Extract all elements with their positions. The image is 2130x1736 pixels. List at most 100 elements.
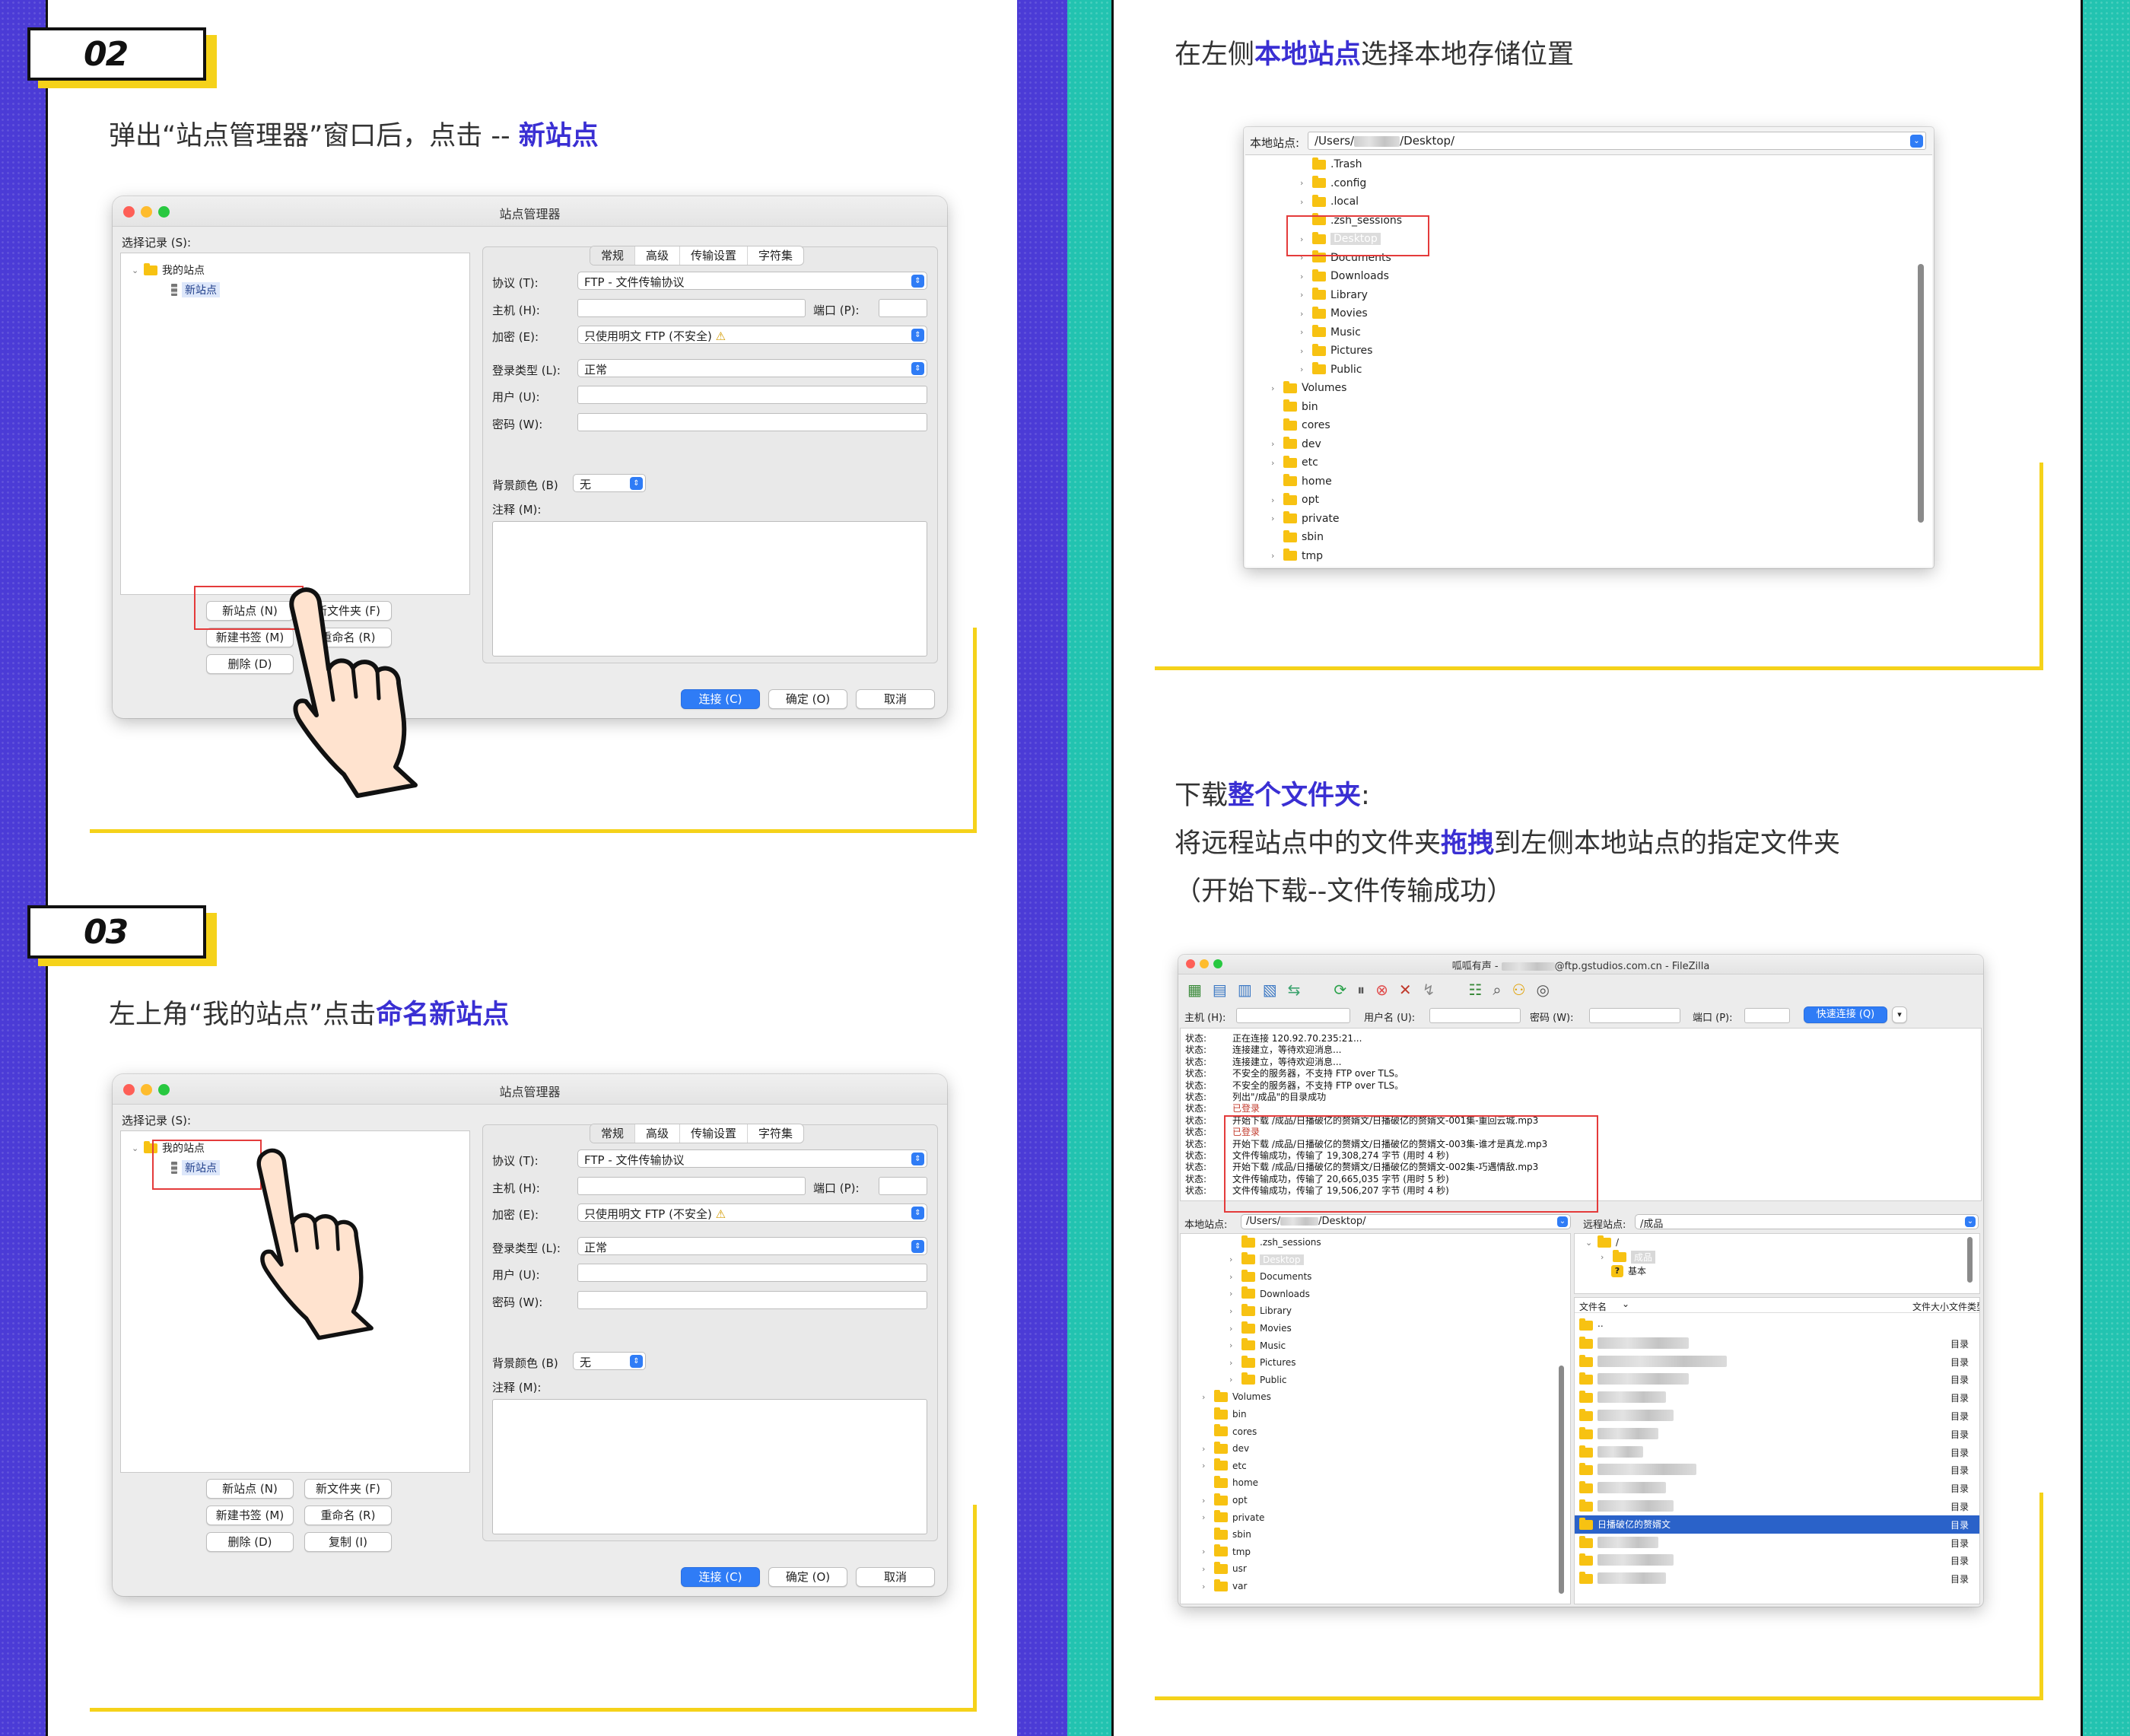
table-row[interactable]: 目录 xyxy=(1575,1461,1979,1479)
chevron-right-icon[interactable]: › xyxy=(1271,439,1275,449)
new-site-button[interactable]: 新站点 (N) xyxy=(206,601,294,621)
new-folder-button[interactable]: 新文件夹 (F) xyxy=(304,1479,392,1499)
local-path-select[interactable]: /Users//Desktop/ ⌄ xyxy=(1308,132,1926,150)
tree-item[interactable]: ›Pictures xyxy=(1300,343,1372,357)
table-row[interactable]: 目录 xyxy=(1575,1388,1979,1407)
connect-button[interactable]: 连接 (C) xyxy=(681,1567,760,1587)
close-window-icon[interactable] xyxy=(1186,959,1195,968)
chevron-right-icon[interactable]: › xyxy=(1202,1563,1206,1574)
tab-advanced[interactable]: 高级 xyxy=(635,1124,681,1143)
user-input[interactable] xyxy=(1429,1008,1521,1023)
remote-tree[interactable]: ⌄/ ›成品 ?基本 xyxy=(1574,1233,1980,1294)
tree-item[interactable]: ›dev xyxy=(1202,1441,1249,1454)
tree-item[interactable]: ›etc xyxy=(1202,1458,1247,1471)
message-log[interactable]: 状态:正在连接 120.92.70.235:21...状态:连接建立，等待欢迎消… xyxy=(1180,1028,1982,1201)
tree-item-my-sites[interactable]: ⌄我的站点 xyxy=(132,1140,205,1156)
remote-path-select[interactable]: /成品 ⌄ xyxy=(1635,1214,1979,1230)
bg-color-select[interactable]: 无⇕ xyxy=(573,474,646,492)
chevron-right-icon[interactable]: › xyxy=(1202,1581,1206,1591)
chevron-right-icon[interactable]: › xyxy=(1300,290,1304,300)
chevron-right-icon[interactable]: › xyxy=(1229,1254,1233,1265)
table-row[interactable]: 目录 xyxy=(1575,1479,1979,1497)
site-tree-panel[interactable]: ⌄我的站点 新站点 xyxy=(120,253,470,595)
chevron-right-icon[interactable]: › xyxy=(1271,551,1275,561)
chevron-right-icon[interactable]: › xyxy=(1300,253,1304,262)
tree-item[interactable]: ›Desktop xyxy=(1229,1252,1304,1265)
chevron-right-icon[interactable]: › xyxy=(1229,1323,1233,1334)
delete-button[interactable]: 删除 (D) xyxy=(206,1532,294,1552)
tree-item[interactable]: ›Library xyxy=(1300,288,1368,301)
tree-item[interactable]: ›Movies xyxy=(1300,306,1368,320)
port-input[interactable] xyxy=(1744,1008,1790,1023)
tree-item[interactable]: ›Public xyxy=(1229,1372,1287,1385)
close-window-icon[interactable] xyxy=(123,206,135,218)
remote-tree-item[interactable]: ?基本 xyxy=(1611,1264,1646,1277)
password-input[interactable] xyxy=(577,1291,927,1309)
tree-item[interactable]: ›Documents xyxy=(1229,1269,1311,1282)
chevron-right-icon[interactable]: › xyxy=(1202,1391,1206,1402)
tree-item[interactable]: ›Volumes xyxy=(1271,380,1346,394)
scrollbar[interactable] xyxy=(1559,1366,1564,1594)
remote-tree-item[interactable]: ›成品 xyxy=(1601,1250,1656,1264)
remote-tree-root[interactable]: ⌄/ xyxy=(1585,1235,1619,1248)
tree-item[interactable]: ›Downloads xyxy=(1229,1286,1310,1299)
tree-item[interactable]: .zsh_sessions xyxy=(1229,1235,1321,1248)
col-filesize[interactable]: 文件大小 xyxy=(1912,1302,1950,1312)
tab-charset[interactable]: 字符集 xyxy=(758,249,793,262)
chevron-right-icon[interactable]: › xyxy=(1300,308,1304,319)
tree-item[interactable]: home xyxy=(1271,474,1332,488)
chevron-right-icon[interactable]: › xyxy=(1202,1547,1206,1557)
tree-item[interactable]: ›usr xyxy=(1202,1561,1247,1574)
tree-item[interactable]: ›private xyxy=(1271,511,1340,525)
tab-general[interactable]: 常规 xyxy=(590,1124,636,1143)
chevron-right-icon[interactable]: › xyxy=(1601,1252,1604,1262)
host-input[interactable] xyxy=(1236,1008,1350,1023)
port-input[interactable] xyxy=(879,299,927,317)
protocol-select[interactable]: FTP - 文件传输协议⇕ xyxy=(577,1149,927,1168)
tree-item[interactable]: .zsh_sessions xyxy=(1300,213,1402,227)
chevron-right-icon[interactable]: › xyxy=(1229,1271,1233,1282)
tree-item[interactable]: ›Movies xyxy=(1229,1321,1292,1334)
table-row[interactable]: 目录 xyxy=(1575,1353,1979,1371)
chevron-right-icon[interactable]: › xyxy=(1202,1443,1206,1454)
chevron-right-icon[interactable]: › xyxy=(1300,364,1304,374)
tree-item[interactable]: cores xyxy=(1202,1424,1257,1437)
host-input[interactable] xyxy=(577,1177,806,1195)
comments-textarea[interactable] xyxy=(492,1399,927,1534)
minimize-window-icon[interactable] xyxy=(1200,959,1209,968)
site-manager-icon[interactable]: ▦ xyxy=(1187,981,1202,999)
tree-item[interactable]: bin xyxy=(1271,399,1318,413)
new-bookmark-button[interactable]: 新建书签 (M) xyxy=(206,628,294,647)
protocol-select[interactable]: FTP - 文件传输协议⇕ xyxy=(577,272,927,290)
scrollbar[interactable] xyxy=(1918,264,1924,523)
comments-textarea[interactable] xyxy=(492,521,927,657)
ok-button[interactable]: 确定 (O) xyxy=(768,689,847,709)
col-filename[interactable]: 文件名 xyxy=(1579,1302,1607,1312)
refresh-icon[interactable]: ⟳ xyxy=(1334,981,1347,999)
chevron-right-icon[interactable]: › xyxy=(1229,1340,1233,1351)
cancel-button[interactable]: 取消 xyxy=(856,689,935,709)
col-filetype[interactable]: 文件类型 xyxy=(1949,1302,1979,1312)
tree-item[interactable]: ›tmp xyxy=(1271,548,1323,562)
chevron-right-icon[interactable]: › xyxy=(1300,234,1304,244)
new-bookmark-button[interactable]: 新建书签 (M) xyxy=(206,1505,294,1525)
chevron-right-icon[interactable]: › xyxy=(1229,1289,1233,1299)
close-window-icon[interactable] xyxy=(123,1084,135,1095)
delete-button[interactable]: 删除 (D) xyxy=(206,654,294,674)
tab-general[interactable]: 常规 xyxy=(590,246,636,265)
tree-item[interactable]: cores xyxy=(1271,418,1330,431)
tree-item[interactable]: ›Music xyxy=(1300,325,1361,339)
tree-item[interactable]: ›Volumes xyxy=(1202,1389,1271,1402)
scrollbar[interactable] xyxy=(1967,1237,1973,1283)
tree-item[interactable]: .Trash xyxy=(1300,157,1362,170)
user-input[interactable] xyxy=(577,1264,927,1282)
chevron-right-icon[interactable]: › xyxy=(1229,1305,1233,1316)
table-row[interactable]: 目录 xyxy=(1575,1334,1979,1353)
chevron-right-icon[interactable]: › xyxy=(1300,327,1304,337)
chevron-right-icon[interactable]: › xyxy=(1271,494,1275,505)
local-tree[interactable]: .zsh_sessions ›Desktop ›Documents ›Download… xyxy=(1180,1233,1571,1604)
binoculars-icon[interactable]: ◎ xyxy=(1536,981,1550,999)
cancel-button[interactable]: 取消 xyxy=(856,1567,935,1587)
tree-item[interactable]: sbin xyxy=(1271,529,1324,543)
encryption-select[interactable]: 只使用明文 FTP (不安全) ⚠⇕ xyxy=(577,1203,927,1222)
